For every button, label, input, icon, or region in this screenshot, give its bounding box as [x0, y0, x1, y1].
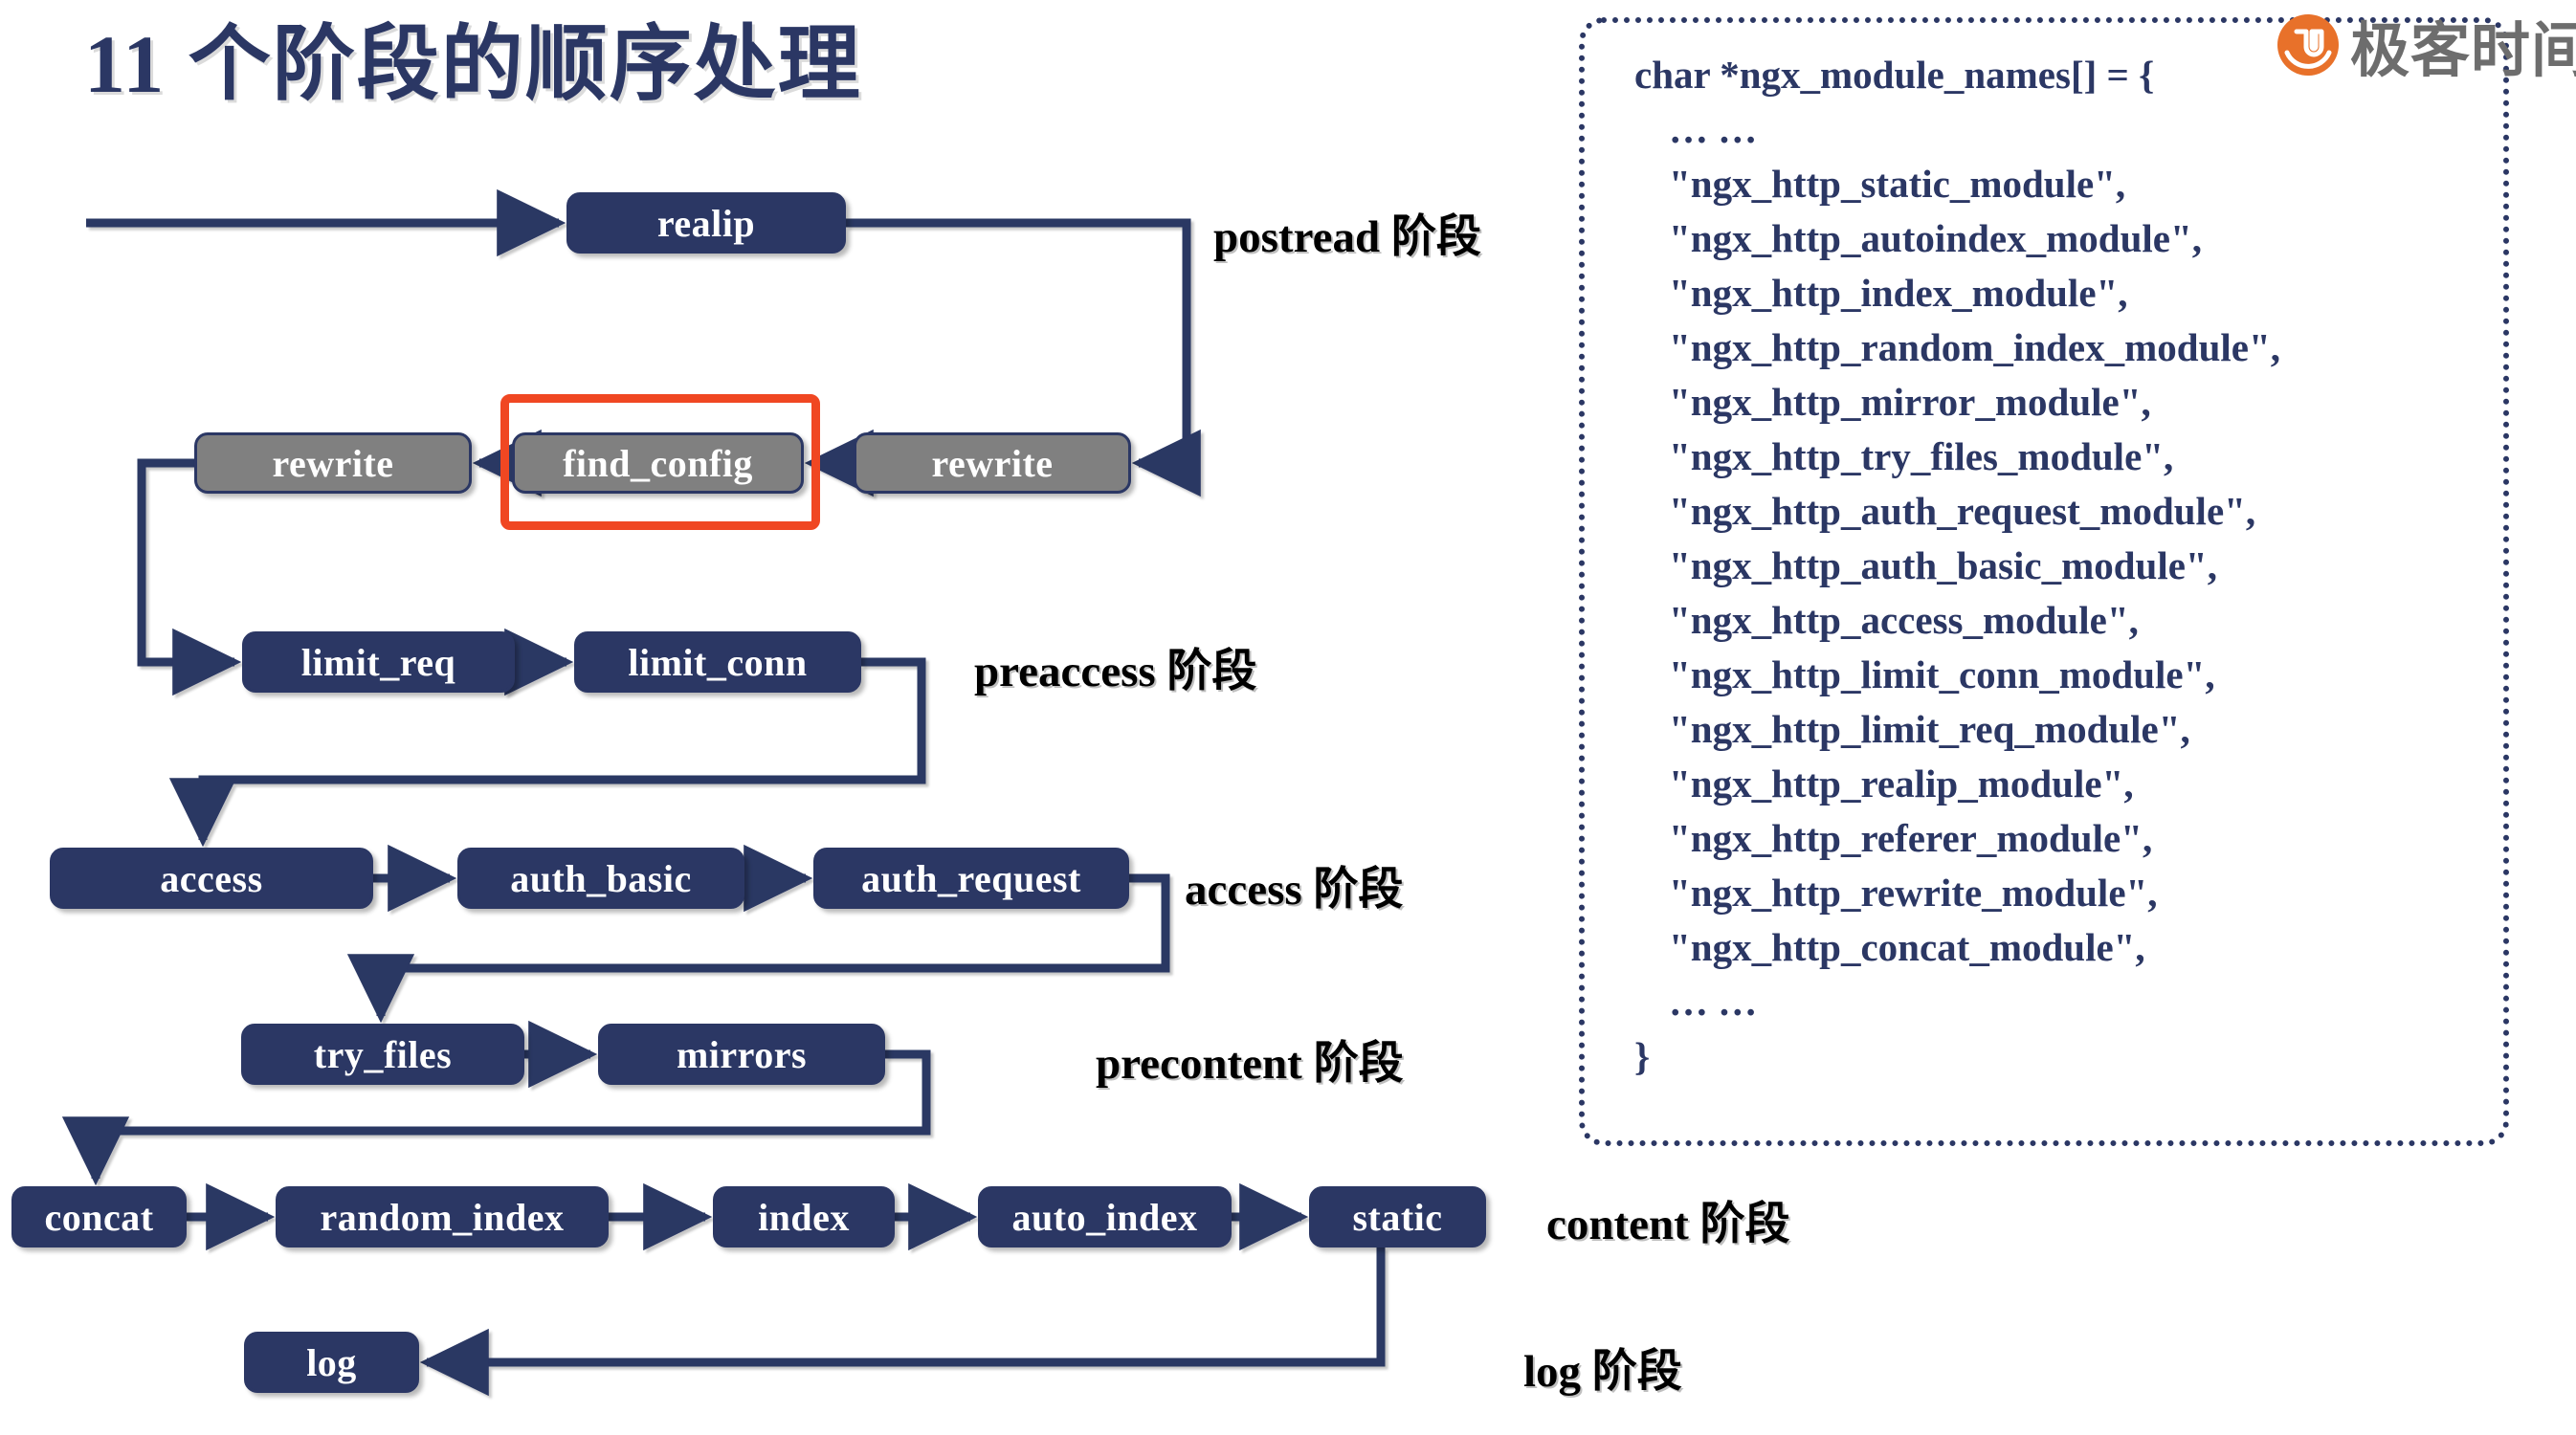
code-line: "ngx_http_random_index_module", [1669, 325, 2280, 369]
node-mirrors[interactable]: mirrors [598, 1024, 885, 1085]
node-auth_basic[interactable]: auth_basic [457, 848, 744, 909]
node-access[interactable]: access [50, 848, 373, 909]
node-try_files[interactable]: try_files [241, 1024, 524, 1085]
code-line: "ngx_http_access_module", [1669, 598, 2139, 642]
code-line: "ngx_http_limit_req_module", [1669, 707, 2190, 751]
code-line: "ngx_http_autoindex_module", [1669, 216, 2202, 260]
stage-label-log: log 阶段 [1523, 1347, 1682, 1397]
stage-label-precontent: precontent 阶段 [1096, 1039, 1404, 1089]
node-label-limit_conn: limit_conn [628, 640, 808, 684]
node-label-find_config: find_config [563, 441, 753, 485]
code-line: "ngx_http_limit_conn_module", [1669, 652, 2215, 696]
watermark: 极客时间 [2274, 2, 2576, 88]
node-label-log: log [306, 1340, 357, 1384]
node-realip[interactable]: realip [566, 192, 846, 254]
node-concat[interactable]: concat [11, 1186, 187, 1247]
code-line: "ngx_http_index_module", [1669, 271, 2128, 315]
connector-rewrite-limitreq [137, 458, 242, 696]
node-random_index[interactable]: random_index [276, 1186, 609, 1247]
code-line: "ngx_http_referer_module", [1669, 816, 2153, 860]
node-label-try_files: try_files [313, 1032, 453, 1076]
node-limit_req[interactable]: limit_req [242, 631, 515, 693]
code-line: } [1634, 1034, 1651, 1078]
code-line: "ngx_http_auth_basic_module", [1669, 543, 2217, 587]
connector-authrequest-tryfiles [346, 873, 1170, 1024]
connector-mirrors-concat [61, 1049, 931, 1186]
code-line: "ngx_http_try_files_module", [1669, 434, 2174, 478]
node-log[interactable]: log [244, 1332, 419, 1393]
node-label-index: index [758, 1195, 850, 1239]
node-label-rewrite_right: rewrite [931, 441, 1054, 485]
node-auto_index[interactable]: auto_index [978, 1186, 1232, 1247]
node-label-random_index: random_index [320, 1195, 565, 1239]
stage-label-postread: postread 阶段 [1213, 212, 1481, 262]
node-index[interactable]: index [713, 1186, 895, 1247]
node-label-concat: concat [44, 1195, 154, 1239]
node-rewrite_left[interactable]: rewrite [194, 432, 472, 494]
node-rewrite_right[interactable]: rewrite [854, 432, 1131, 494]
node-label-rewrite_left: rewrite [272, 441, 394, 485]
stage-label-content: content 阶段 [1546, 1200, 1790, 1249]
code-line: char *ngx_module_names[] = { [1634, 53, 2155, 97]
node-limit_conn[interactable]: limit_conn [574, 631, 861, 693]
stage-label-preaccess: preaccess 阶段 [974, 647, 1257, 696]
connector-static-log [419, 1247, 1386, 1397]
node-label-limit_req: limit_req [300, 640, 456, 684]
code-line: "ngx_http_concat_module", [1669, 925, 2145, 969]
node-label-mirrors: mirrors [676, 1032, 808, 1076]
code-line: … … [1669, 107, 1758, 151]
node-label-auth_request: auth_request [861, 856, 1081, 900]
code-line: "ngx_http_auth_request_module", [1669, 489, 2256, 533]
code-lines: char *ngx_module_names[] = { … … "ngx_http… [1634, 48, 2280, 1084]
code-snippet-panel: char *ngx_module_names[] = { … … "ngx_http… [1579, 17, 2509, 1146]
code-line: … … [1669, 980, 1758, 1024]
code-line: "ngx_http_rewrite_module", [1669, 871, 2158, 915]
node-label-auth_basic: auth_basic [510, 856, 692, 900]
node-label-realip: realip [656, 201, 756, 245]
stage-label-access: access 阶段 [1185, 865, 1404, 915]
node-label-auto_index: auto_index [1011, 1195, 1198, 1239]
node-auth_request[interactable]: auth_request [813, 848, 1129, 909]
connector-realip-rewrite [846, 218, 1201, 497]
node-label-access: access [160, 856, 263, 900]
code-line: "ngx_http_realip_module", [1669, 762, 2134, 806]
node-static[interactable]: static [1309, 1186, 1486, 1247]
watermark-label: 极客时间 [2350, 18, 2576, 84]
code-line: "ngx_http_mirror_module", [1669, 380, 2151, 424]
node-find_config[interactable]: find_config [512, 432, 804, 494]
find-config-highlight-box [500, 394, 820, 530]
connector-limitconn-access [168, 657, 926, 848]
geektime-logo-icon [2274, 11, 2343, 79]
code-line: "ngx_http_static_module", [1669, 162, 2126, 206]
page-title: 11 个阶段的顺序处理 [84, 18, 862, 110]
node-label-static: static [1352, 1195, 1443, 1239]
